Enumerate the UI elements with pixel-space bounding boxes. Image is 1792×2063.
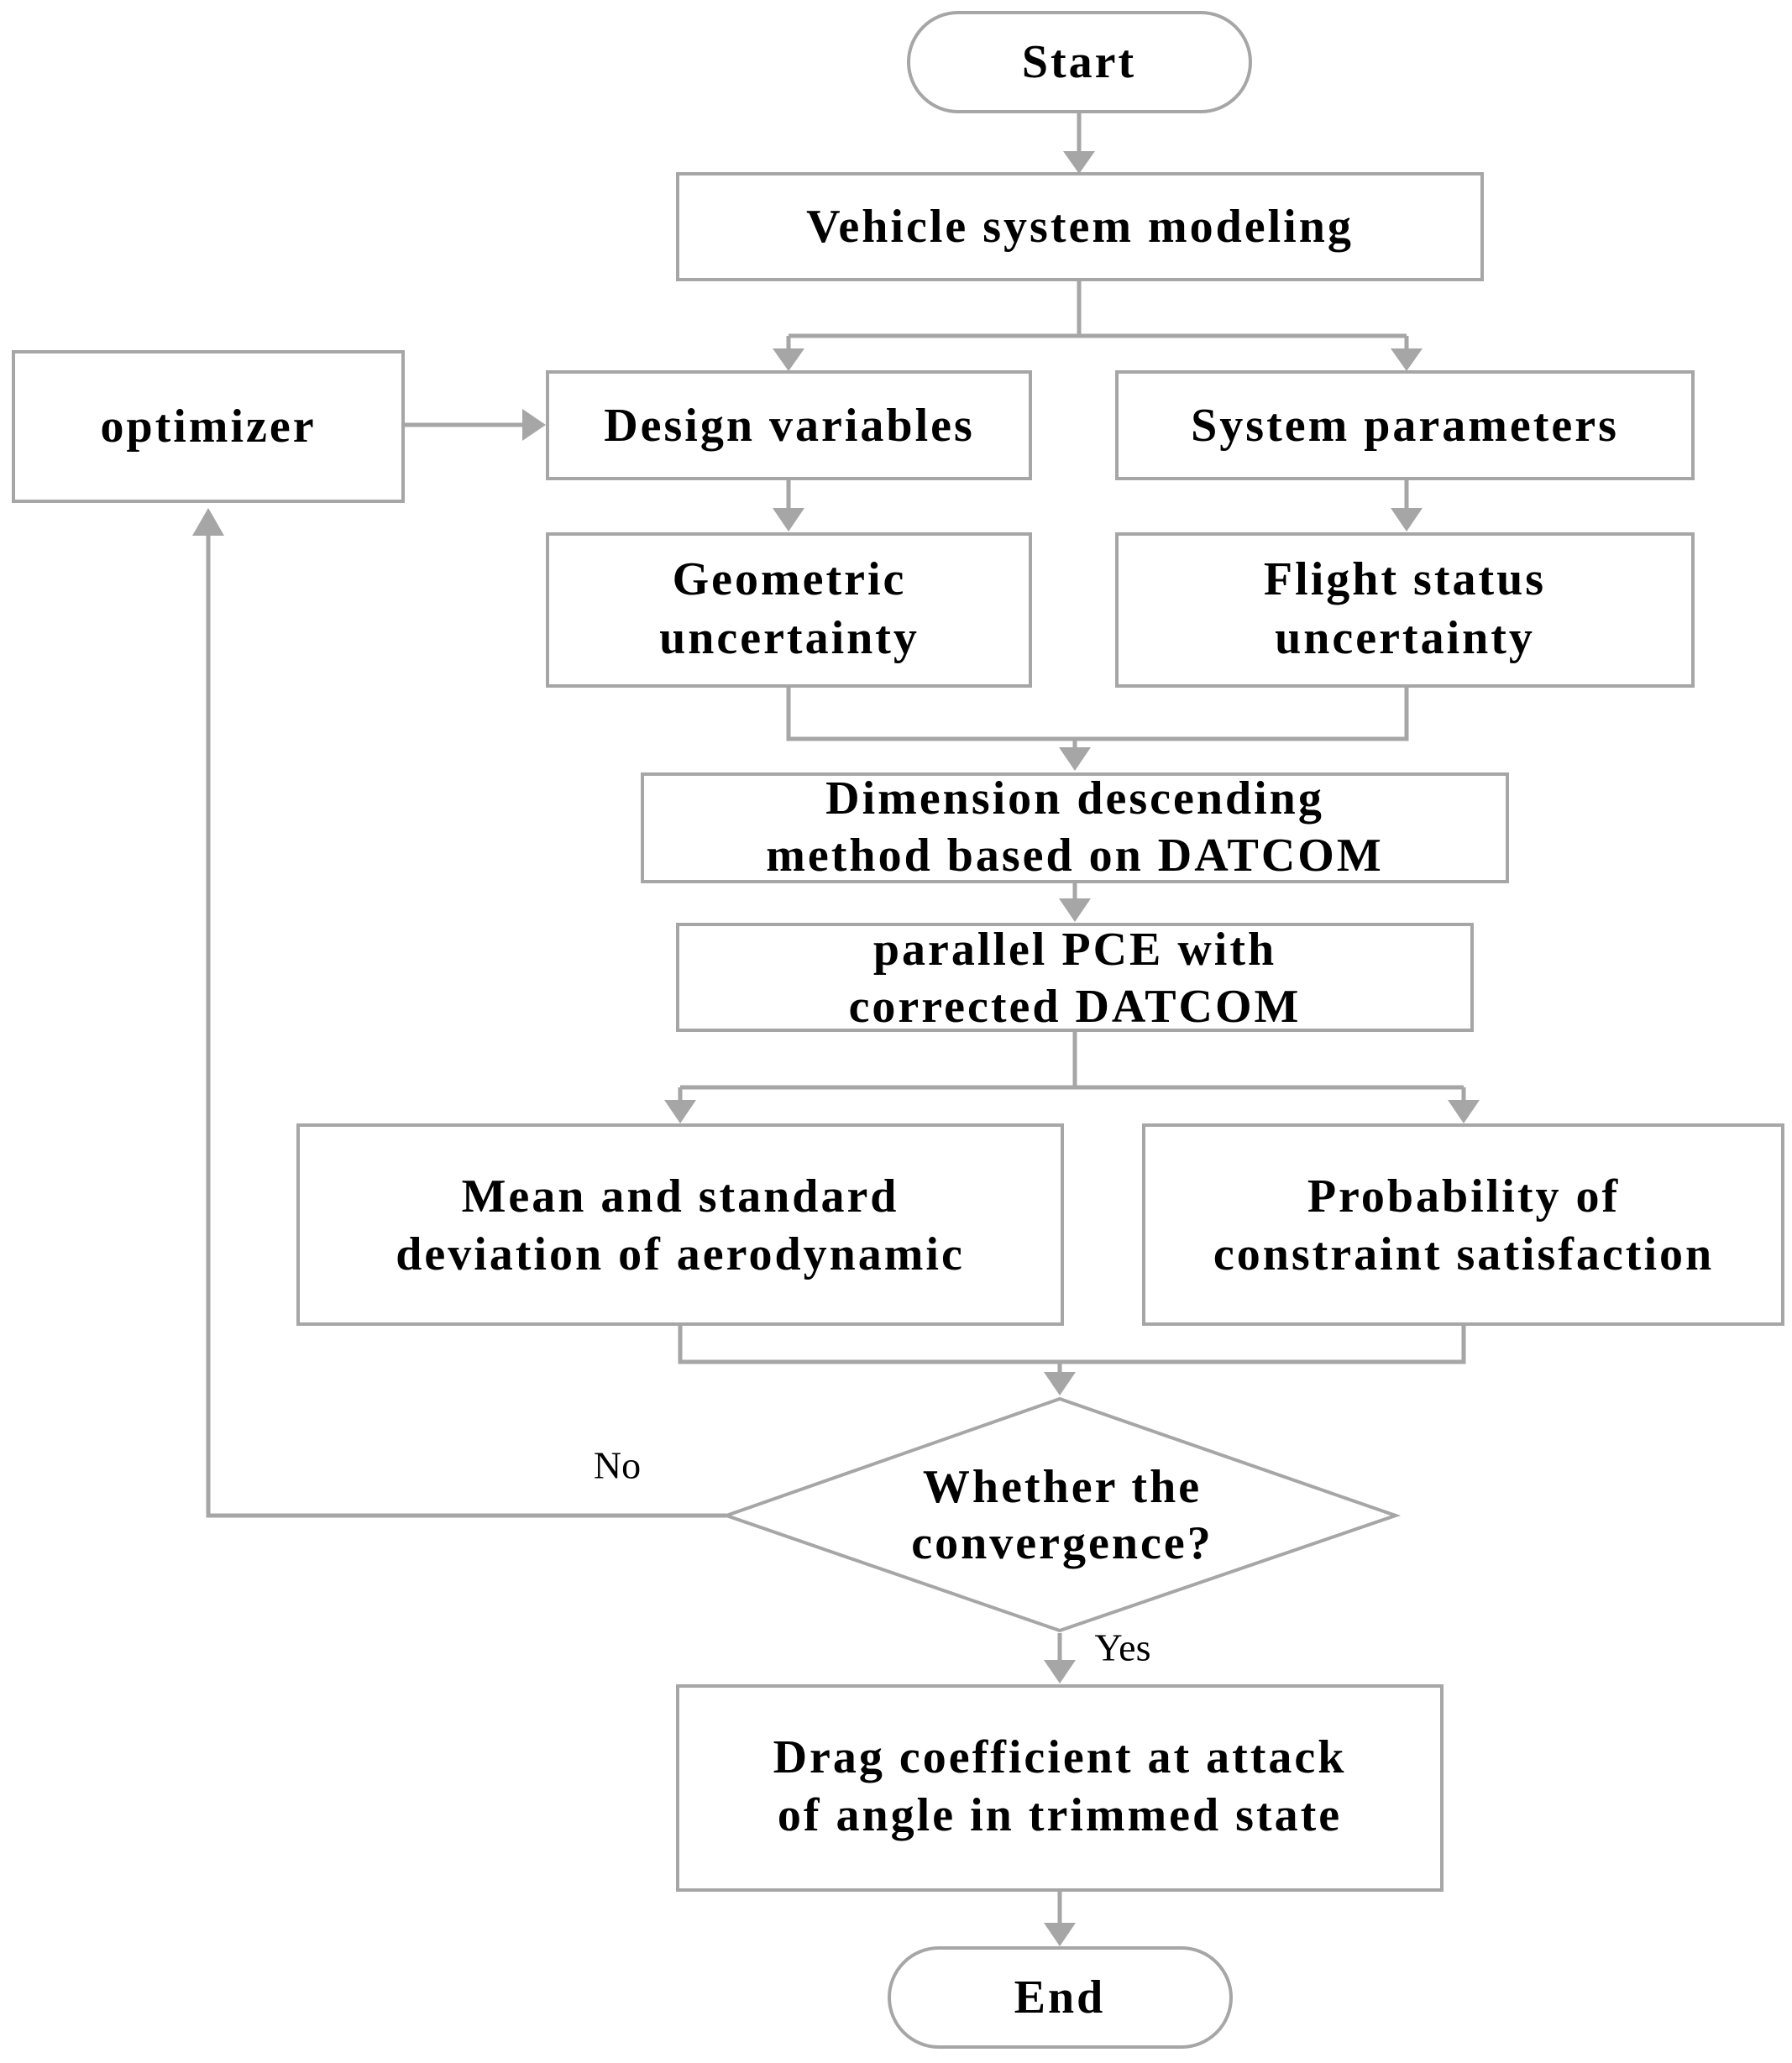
dimension-descending-line-1: Dimension descending [825,772,1324,825]
terminal-shape [907,11,1252,113]
arrowhead-decision [1044,1372,1076,1395]
terminal-shape [888,1946,1233,2049]
node-dimension-descending: Dimension descending method based on DAT… [641,772,1509,883]
edge-uncertainty-merge [786,686,1409,741]
connectors [206,113,1466,1925]
node-flight-status-uncertainty: Flight status uncertainty [1115,532,1695,688]
arrowheads [192,151,1480,1946]
process-box [296,1123,1064,1326]
flight-status-line-2: uncertainty [1275,612,1535,664]
arrowhead-pce [1059,898,1091,922]
parallel-pce-line-2: corrected DATCOM [849,981,1302,1033]
process-box [676,172,1484,281]
arrowhead-optimizer [192,508,224,536]
geometric-uncertainty-line-1: Geometric [673,553,907,605]
edge-decision-no [206,533,726,1518]
probability-line-1: Probability of [1307,1170,1620,1223]
parallel-pce-line-1: parallel PCE with [873,924,1276,976]
node-system-parameters: System parameters [1115,370,1695,480]
decision-diamond [720,1396,1402,1633]
geometric-uncertainty-line-2: uncertainty [659,612,920,664]
start-label: Start [1022,36,1136,88]
node-probability: Probability of constraint satisfaction [1142,1123,1784,1326]
flight-status-line-1: Flight status [1264,553,1546,605]
process-box [641,772,1509,883]
process-box [676,923,1474,1032]
arrowhead-system-parameters [1391,348,1423,371]
process-box [1142,1123,1784,1326]
node-optimizer: optimizer [12,350,405,503]
decision-line-2: convergence? [911,1517,1213,1569]
arrowhead-probability [1448,1100,1480,1123]
decision-line-1: Whether the [923,1461,1202,1513]
arrowhead-drag [1044,1660,1076,1683]
edge-label-no: No [594,1444,641,1487]
arrowhead-optimizer-to-design [522,409,546,441]
arrowhead-flight [1391,508,1423,531]
node-geometric-uncertainty: Geometric uncertainty [546,532,1032,688]
node-mean-std: Mean and standard deviation of aerodynam… [296,1123,1064,1326]
drag-coefficient-line-1: Drag coefficient at attack [773,1731,1347,1783]
process-box [546,532,1032,688]
node-vehicle-modeling: Vehicle system modeling [676,172,1484,281]
probability-line-2: constraint satisfaction [1213,1228,1714,1280]
design-variables-label: Design variables [604,400,975,452]
node-start: Start [907,11,1252,113]
node-drag-coefficient: Drag coefficient at attack of angle in t… [676,1684,1444,1892]
node-parallel-pce: parallel PCE with corrected DATCOM [676,923,1474,1033]
arrowhead-dimension [1059,747,1091,771]
vehicle-modeling-label: Vehicle system modeling [806,201,1354,253]
process-box [1115,370,1695,480]
node-decision: Whether the convergence? [720,1396,1402,1633]
arrowhead-modeling [1063,151,1095,174]
process-box [1115,532,1695,688]
node-design-variables: Design variables [546,370,1032,480]
edge-results-merge [678,1324,1466,1364]
optimizer-label: optimizer [100,401,316,453]
process-box [546,370,1032,480]
system-parameters-label: System parameters [1191,400,1619,452]
mean-std-line-1: Mean and standard [462,1170,899,1223]
edge-label-yes: Yes [1095,1626,1151,1669]
process-box [12,350,405,503]
arrowhead-end [1044,1923,1076,1946]
drag-coefficient-line-2: of angle in trimmed state [778,1789,1342,1841]
dimension-descending-line-2: method based on DATCOM [766,830,1383,882]
arrowhead-design-variables [773,348,804,371]
node-end: End [888,1946,1233,2049]
mean-std-line-2: deviation of aerodynamic [396,1228,965,1280]
process-box [676,1684,1444,1892]
end-label: End [1014,1971,1106,2024]
arrowhead-geometric [773,508,804,531]
arrowhead-mean-std [664,1100,696,1123]
